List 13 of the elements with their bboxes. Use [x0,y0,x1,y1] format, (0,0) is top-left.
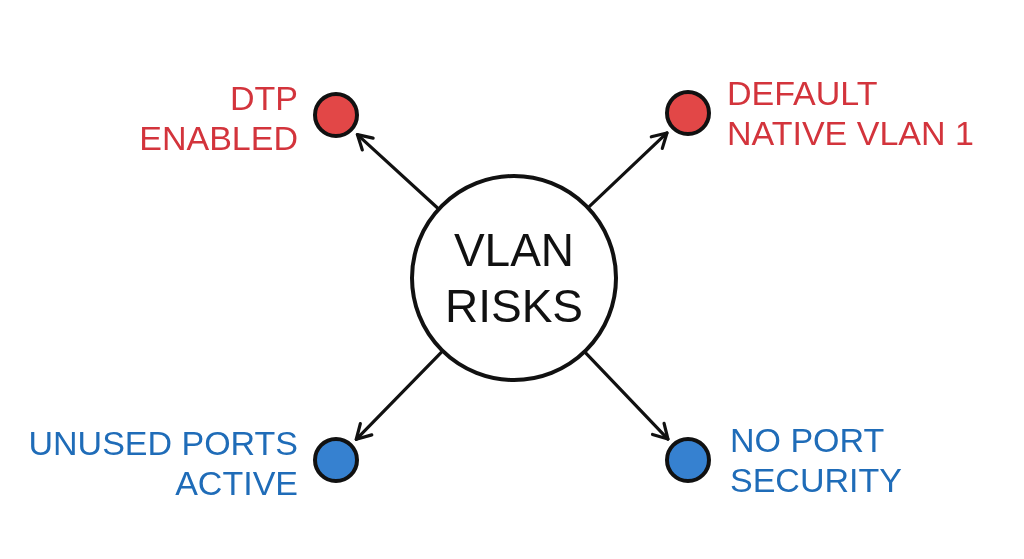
risk-label: NO PORT SECURITY [730,420,903,500]
node-dot [313,437,359,483]
node-dot [665,437,711,483]
arrow [587,131,669,209]
risk-label: UNUSED PORTS ACTIVE [27,423,298,503]
arrow [355,133,439,210]
risk-label: DTP ENABLED [138,78,298,158]
arrow [354,350,443,441]
node-dot [665,90,711,136]
arrow [584,351,670,441]
node-dot [313,92,359,138]
risk-label: DEFAULT NATIVE VLAN 1 [727,73,975,153]
topic-label: VLAN RISKS [443,223,584,334]
